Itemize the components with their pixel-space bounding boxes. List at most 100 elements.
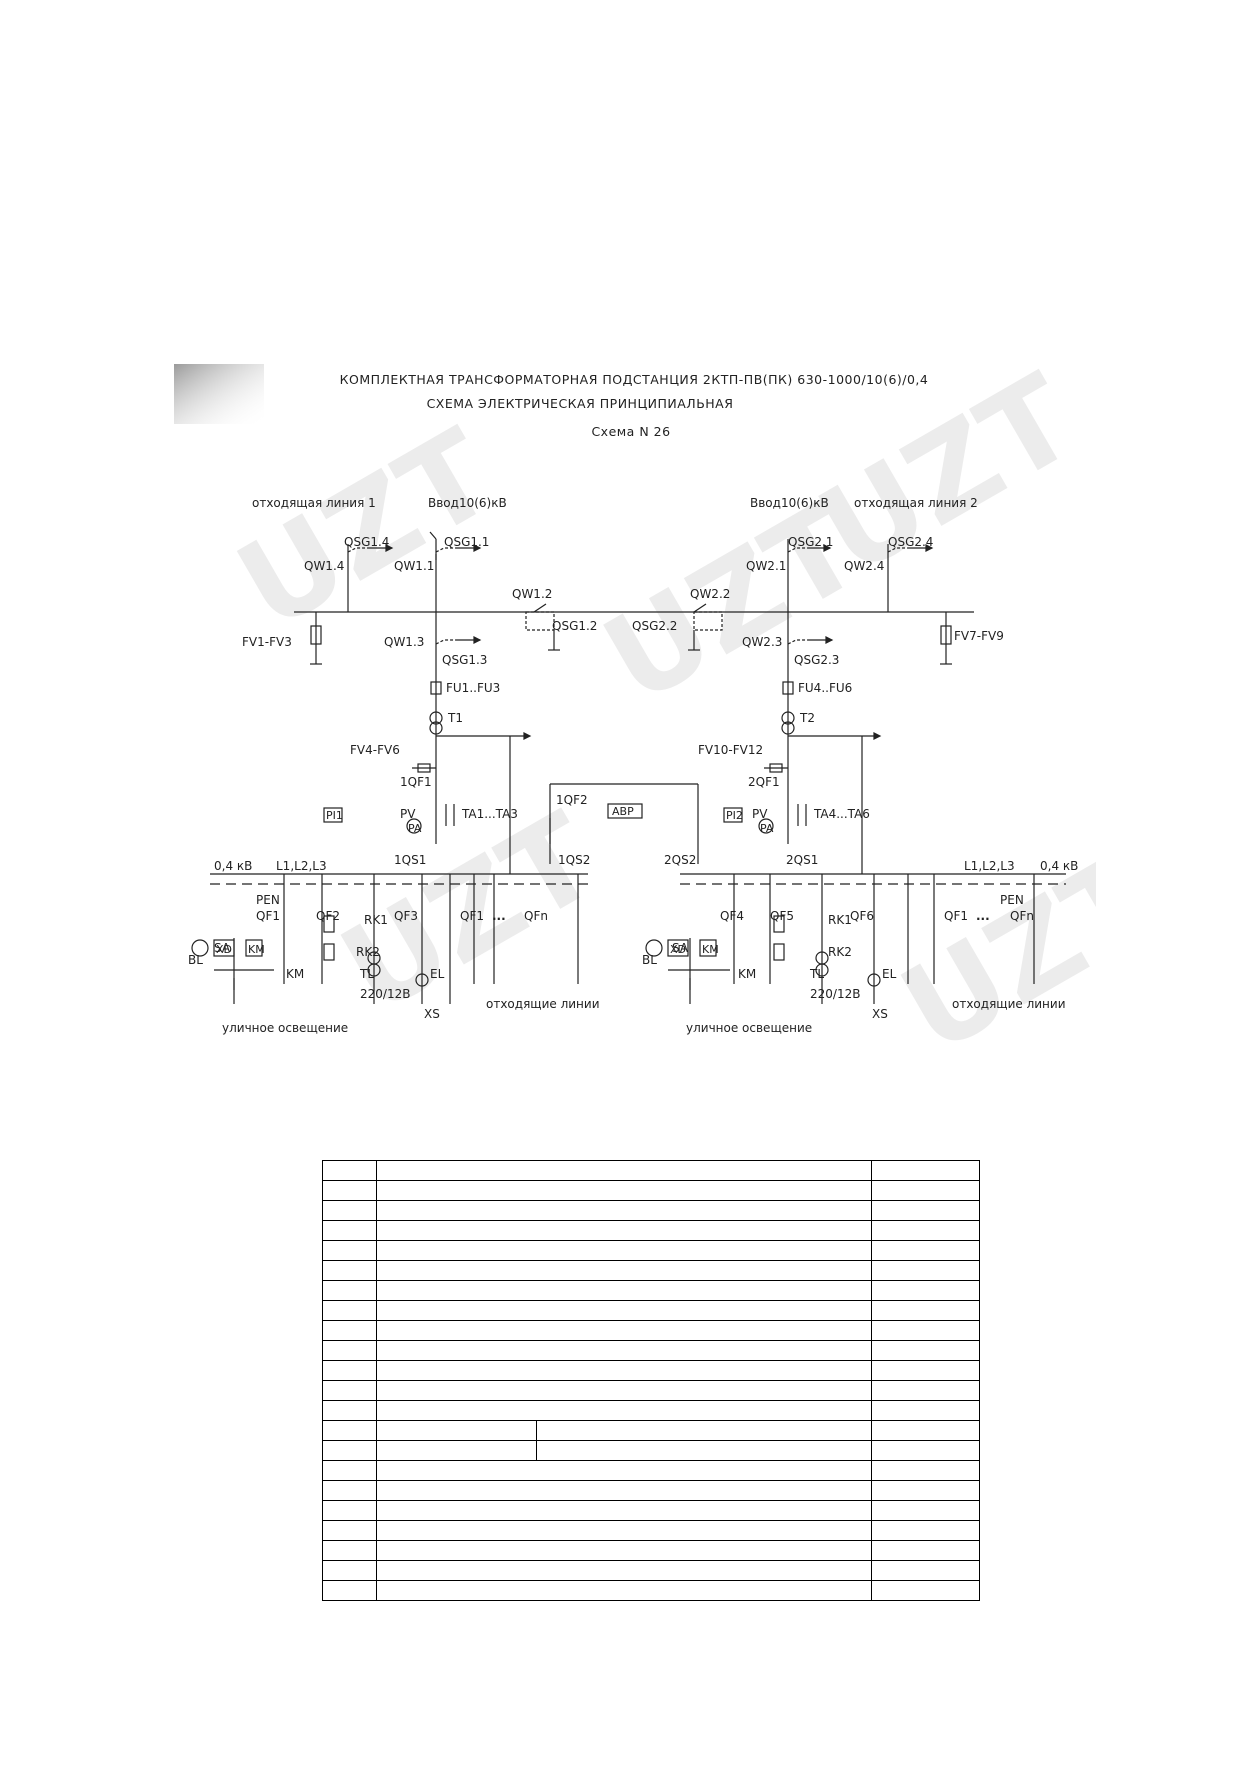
label-2qs1: 2QS1 <box>786 853 818 867</box>
spec-cell <box>376 1520 872 1541</box>
label-tl-1: TL <box>359 967 374 981</box>
label-fv1: FV1-FV3 <box>242 635 292 649</box>
label-2qs2: 2QS2 <box>664 853 696 867</box>
label-qw24: QW2.4 <box>844 559 884 573</box>
label-qsg13: QSG1.3 <box>442 653 487 667</box>
label-qw12: QW1.2 <box>512 587 552 601</box>
label-pv-1: PV <box>400 807 416 821</box>
spec-cell <box>376 1400 872 1421</box>
label-rk1-2: RK1 <box>828 913 852 927</box>
label-xs-2: XS <box>872 1007 888 1021</box>
spec-row <box>322 1160 980 1181</box>
spec-row <box>322 1520 980 1541</box>
label-dots-1: ... <box>492 909 506 923</box>
diagram-subtitle: СХЕМА ЭЛЕКТРИЧЕСКАЯ ПРИНЦИПИАЛЬНАЯ <box>427 396 734 411</box>
spec-row <box>322 1280 980 1301</box>
label-ta1: TA1...TA3 <box>461 807 518 821</box>
label-avr: АВР <box>612 805 634 818</box>
label-rk2-2: RK2 <box>828 945 852 959</box>
label-street-2: уличное освещение <box>686 1021 812 1035</box>
label-dots-2: ... <box>976 909 990 923</box>
label-street-1: уличное освещение <box>222 1021 348 1035</box>
label-qsg23: QSG2.3 <box>794 653 839 667</box>
label-220v-2: 220/12В <box>810 987 860 1001</box>
label-pa-2: PA <box>760 822 774 835</box>
spec-cell <box>376 1240 872 1261</box>
spec-cell <box>871 1500 980 1521</box>
spec-cell <box>871 1200 980 1221</box>
spec-cell <box>322 1160 377 1181</box>
spec-cell <box>376 1200 872 1221</box>
label-1qs1: 1QS1 <box>394 853 426 867</box>
corner-shade <box>174 364 264 424</box>
spec-cell <box>322 1260 377 1281</box>
label-rk2-1: RK2 <box>356 945 380 959</box>
spec-row <box>322 1580 980 1601</box>
spec-cell <box>871 1220 980 1241</box>
spec-row <box>322 1380 980 1401</box>
spec-cell <box>376 1500 872 1521</box>
label-fv7: FV7-FV9 <box>954 629 1004 643</box>
spec-table-body <box>322 1160 980 1601</box>
spec-cell <box>871 1520 980 1541</box>
spec-cell <box>536 1420 872 1441</box>
spec-cell <box>322 1500 377 1521</box>
label-pa-1: PA <box>408 822 422 835</box>
out-line-2-label: отходящая линия 2 <box>854 496 978 510</box>
label-qfn-2: QFn <box>1010 909 1034 923</box>
spec-cell <box>376 1280 872 1301</box>
specification-table <box>322 1160 980 1601</box>
spec-row <box>322 1300 980 1321</box>
label-kv-2: 0,4 кВ <box>1040 859 1078 873</box>
label-t2: T2 <box>799 711 815 725</box>
spec-row <box>322 1480 980 1501</box>
label-220v-1: 220/12В <box>360 987 410 1001</box>
label-1qs2: 1QS2 <box>558 853 590 867</box>
spec-row <box>322 1320 980 1341</box>
spec-cell <box>871 1580 980 1601</box>
spec-cell <box>871 1260 980 1281</box>
spec-row <box>322 1560 980 1581</box>
input-2-label: Ввод10(6)кВ <box>750 496 829 510</box>
spec-cell <box>376 1460 872 1481</box>
spec-cell <box>322 1580 377 1601</box>
spec-cell <box>322 1320 377 1341</box>
spec-cell <box>376 1260 872 1281</box>
watermark-1: UZT <box>216 404 516 658</box>
spec-cell <box>322 1400 377 1421</box>
spec-cell <box>376 1540 872 1561</box>
spec-row <box>322 1360 980 1381</box>
spec-cell <box>871 1540 980 1561</box>
spec-cell <box>322 1300 377 1321</box>
spec-row <box>322 1240 980 1261</box>
label-km-1b: KM <box>286 967 304 981</box>
label-pv-2: PV <box>752 807 768 821</box>
label-qw14: QW1.4 <box>304 559 344 573</box>
spec-cell <box>871 1380 980 1401</box>
label-km-2: KM <box>702 943 719 956</box>
label-l123-2: L1,L2,L3 <box>964 859 1015 873</box>
spec-cell <box>871 1240 980 1261</box>
spec-cell <box>376 1320 872 1341</box>
spec-row <box>322 1400 980 1421</box>
label-qf1-out-1: QF1 <box>460 909 484 923</box>
input-1-label: Ввод10(6)кВ <box>428 496 507 510</box>
spec-cell <box>322 1540 377 1561</box>
spec-cell <box>376 1220 872 1241</box>
label-bl-1: BL <box>188 953 203 967</box>
spec-cell <box>871 1460 980 1481</box>
spec-row <box>322 1180 980 1201</box>
label-el-2: EL <box>882 967 897 981</box>
label-qf4: QF4 <box>720 909 744 923</box>
spec-cell <box>322 1520 377 1541</box>
spec-cell <box>871 1360 980 1381</box>
label-fv4: FV4-FV6 <box>350 743 400 757</box>
schematic-labels: отходящая линия 1 Ввод10(6)кВ Ввод10(6)к… <box>188 496 1078 1035</box>
spec-cell <box>322 1420 377 1441</box>
spec-cell <box>871 1280 980 1301</box>
spec-cell <box>871 1560 980 1581</box>
label-sa-2: SA <box>672 941 689 955</box>
spec-cell <box>322 1380 377 1401</box>
label-t1: T1 <box>447 711 463 725</box>
label-qw23: QW2.3 <box>742 635 782 649</box>
